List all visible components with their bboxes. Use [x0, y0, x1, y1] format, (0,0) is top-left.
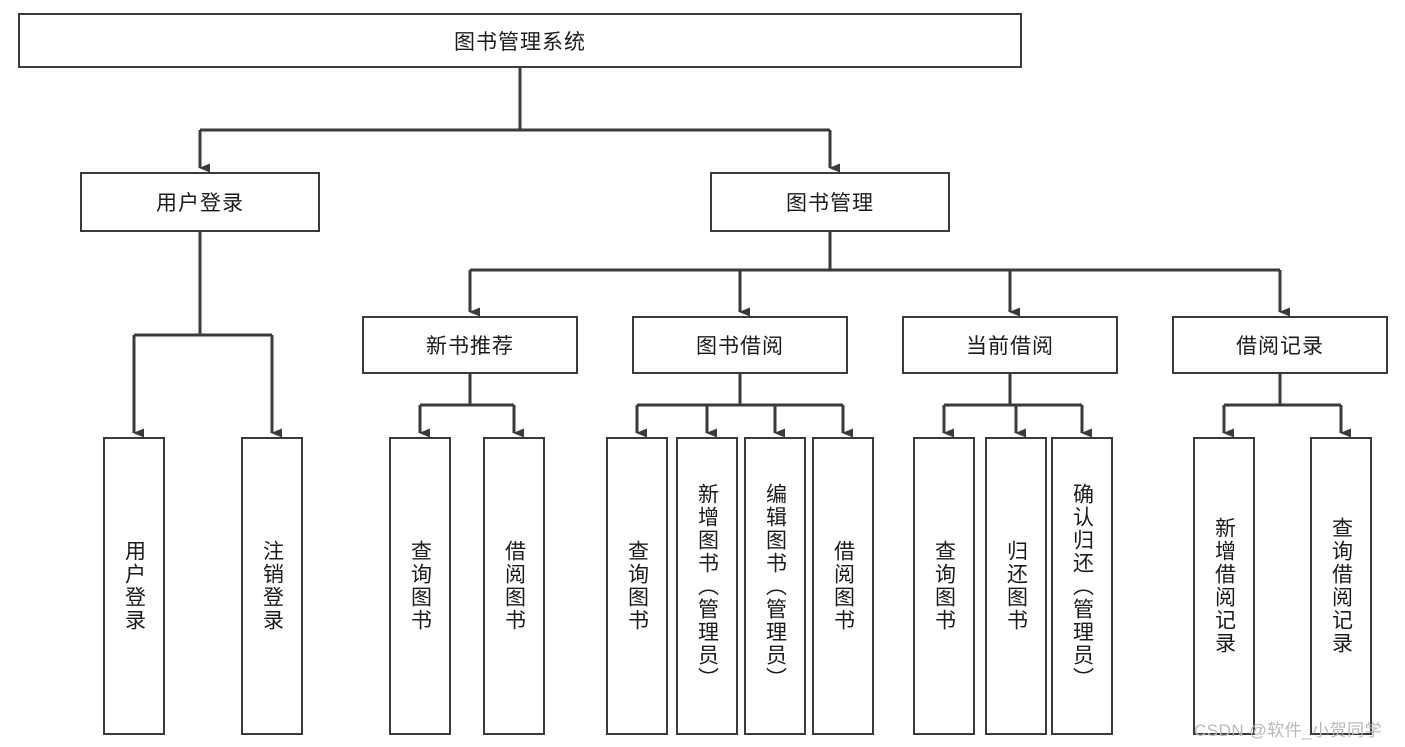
leaf-search-book-borrow-label: 查询图书	[625, 540, 649, 632]
leaf-search-book-new-label: 查询图书	[408, 540, 432, 632]
leaf-user-login-label: 用户登录	[122, 540, 146, 632]
leaf-add-borrow-record[interactable]: 新增借阅记录	[1193, 437, 1255, 735]
leaf-search-borrow-record-label: 查询借阅记录	[1329, 517, 1353, 655]
node-book-management-label: 图书管理	[786, 192, 874, 215]
node-user-login[interactable]: 用户登录	[80, 172, 320, 232]
leaf-search-book-current-label: 查询图书	[932, 540, 956, 632]
node-current-borrow-label: 当前借阅	[966, 335, 1054, 358]
leaf-logout[interactable]: 注销登录	[241, 437, 303, 735]
node-user-login-label: 用户登录	[156, 192, 244, 215]
leaf-add-book-admin-label: 新增图书（管理员）	[695, 482, 719, 690]
node-book-borrow[interactable]: 图书借阅	[632, 316, 848, 374]
leaf-borrow-book-new[interactable]: 借阅图书	[483, 437, 545, 735]
watermark: CSDN @软件_小贺同学	[1194, 721, 1383, 740]
node-current-borrow[interactable]: 当前借阅	[902, 316, 1118, 374]
leaf-logout-label: 注销登录	[260, 540, 284, 632]
leaf-search-borrow-record[interactable]: 查询借阅记录	[1310, 437, 1372, 735]
leaf-search-book-current[interactable]: 查询图书	[913, 437, 975, 735]
leaf-add-borrow-record-label: 新增借阅记录	[1212, 517, 1236, 655]
leaf-confirm-return-admin-label: 确认归还（管理员）	[1070, 482, 1094, 690]
leaf-user-login[interactable]: 用户登录	[103, 437, 165, 735]
node-book-management[interactable]: 图书管理	[710, 172, 950, 232]
leaf-edit-book-admin[interactable]: 编辑图书（管理员）	[744, 437, 806, 735]
node-new-book-recommend[interactable]: 新书推荐	[362, 316, 578, 374]
leaf-return-book-label: 归还图书	[1004, 540, 1028, 632]
node-root-label: 图书管理系统	[454, 30, 586, 54]
leaf-borrow-book[interactable]: 借阅图书	[812, 437, 874, 735]
node-new-book-recommend-label: 新书推荐	[426, 335, 514, 358]
node-borrow-records-label: 借阅记录	[1236, 335, 1324, 358]
leaf-return-book[interactable]: 归还图书	[985, 437, 1047, 735]
leaf-confirm-return-admin[interactable]: 确认归还（管理员）	[1051, 437, 1113, 735]
leaf-search-book-borrow[interactable]: 查询图书	[606, 437, 668, 735]
leaf-edit-book-admin-label: 编辑图书（管理员）	[763, 482, 787, 690]
node-root[interactable]: 图书管理系统	[18, 13, 1022, 68]
leaf-borrow-book-label: 借阅图书	[831, 540, 855, 632]
node-book-borrow-label: 图书借阅	[696, 335, 784, 358]
leaf-search-book-new[interactable]: 查询图书	[389, 437, 451, 735]
leaf-add-book-admin[interactable]: 新增图书（管理员）	[676, 437, 738, 735]
node-borrow-records[interactable]: 借阅记录	[1172, 316, 1388, 374]
leaf-borrow-book-new-label: 借阅图书	[502, 540, 526, 632]
